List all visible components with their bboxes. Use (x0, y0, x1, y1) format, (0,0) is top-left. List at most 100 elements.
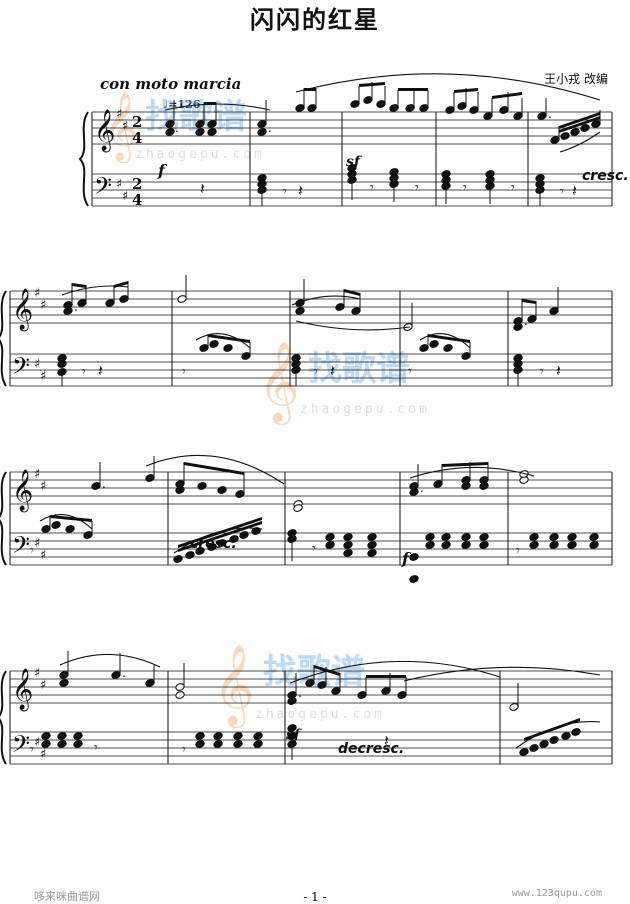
tempo-marking: con moto marcia (100, 75, 242, 93)
quarter-rest: 𝄽 (298, 181, 303, 200)
note-beam (50, 515, 92, 522)
note-head (461, 541, 471, 549)
note-head (325, 533, 335, 541)
quarter-rest: 𝄽 (200, 179, 205, 198)
note-beam (178, 517, 262, 548)
note-head (195, 128, 205, 136)
note-beam (344, 289, 360, 296)
note-head (549, 736, 559, 744)
note-head (253, 732, 263, 740)
note-head (287, 697, 297, 705)
note-beam (178, 521, 262, 552)
note-beam (524, 718, 580, 741)
slur (403, 666, 601, 682)
quarter-rest: 𝄽 (330, 361, 335, 380)
slur (559, 131, 601, 153)
note-head (293, 504, 303, 512)
dot: . (122, 666, 126, 680)
slur (145, 454, 285, 485)
note-beam (184, 462, 244, 475)
note-beam (359, 82, 385, 87)
footer-url: www.123qupu.com (511, 888, 602, 899)
eighth-rest: 𝄾 (540, 364, 544, 380)
slur (409, 466, 535, 479)
note-head (207, 543, 217, 551)
key-sharp: ♯ (34, 467, 40, 482)
bass-clef: 𝄢 (94, 172, 112, 205)
slur (515, 720, 601, 749)
note-head (197, 482, 207, 490)
dot: . (102, 477, 106, 491)
key-sharp: ♯ (34, 357, 40, 372)
note-head (571, 728, 581, 736)
note-head (195, 732, 205, 740)
note-head (561, 732, 571, 740)
quarter-rest: 𝄽 (98, 361, 103, 380)
note-head (343, 533, 353, 541)
brace (78, 111, 89, 207)
eighth-rest: 𝄾 (370, 180, 374, 196)
note-head (567, 541, 577, 549)
note-head (549, 533, 559, 541)
eighth-rest: 𝄾 (415, 180, 419, 196)
key-sharp: ♯ (40, 548, 46, 563)
note-head (233, 732, 243, 740)
eighth-rest: 𝄾 (560, 184, 564, 200)
bass-clef: 𝄢 (12, 531, 30, 564)
dot: . (175, 121, 179, 135)
metronome-marking: ♩=126 (163, 98, 201, 111)
note-head (529, 541, 539, 549)
eighth-rest: 𝄾 (408, 364, 412, 380)
eighth-rest: 𝄾 (312, 541, 316, 557)
note-head (549, 541, 559, 549)
note-head (343, 549, 353, 557)
eighth-rest: 𝄾 (82, 364, 86, 380)
eighth-rest: 𝄾 (94, 740, 98, 756)
score-title: 闪闪的红星 (250, 6, 380, 34)
slur (291, 295, 361, 306)
note-head (73, 732, 83, 740)
slur (173, 527, 263, 554)
slur (61, 285, 129, 296)
note-head (295, 307, 305, 315)
note-head (479, 482, 489, 490)
slur (419, 333, 471, 349)
note-head (325, 541, 335, 549)
eighth-rest: 𝄾 (463, 180, 467, 196)
note-head (425, 541, 435, 549)
note-head (461, 533, 471, 541)
dot: . (548, 107, 552, 121)
note-beam (454, 88, 478, 93)
dot: . (298, 686, 302, 700)
brace (0, 471, 7, 566)
page-number: - 1 - (303, 890, 327, 904)
note-beam (72, 283, 86, 288)
treble-clef: 𝄞 (12, 469, 33, 512)
note-head (51, 521, 61, 529)
note-head (567, 533, 577, 541)
footer-site-name: 哆来咪曲谱网 (34, 890, 100, 903)
dynamic-forte: f (157, 161, 168, 180)
note-beam (559, 116, 600, 133)
slur (289, 660, 501, 684)
note-head (217, 539, 227, 547)
key-sharp: ♯ (40, 678, 46, 693)
eighth-rest: 𝄾 (516, 543, 520, 559)
note-head (519, 748, 529, 756)
key-sharp: ♯ (40, 298, 46, 313)
dynamic-crescendo: cresc. (582, 168, 629, 184)
key-sharp: ♯ (40, 479, 46, 494)
dynamic-forte: f (401, 549, 412, 568)
note-head (560, 132, 570, 140)
eighth-rest: 𝄾 (283, 184, 287, 200)
note-head (41, 732, 51, 740)
note-head (253, 740, 263, 748)
key-sharp: ♯ (116, 177, 122, 192)
key-sharp: ♯ (40, 747, 46, 762)
key-sharp: ♯ (34, 286, 40, 301)
note-head (570, 128, 580, 136)
note-head (239, 531, 249, 539)
note-head (233, 740, 243, 748)
slur (295, 73, 601, 101)
